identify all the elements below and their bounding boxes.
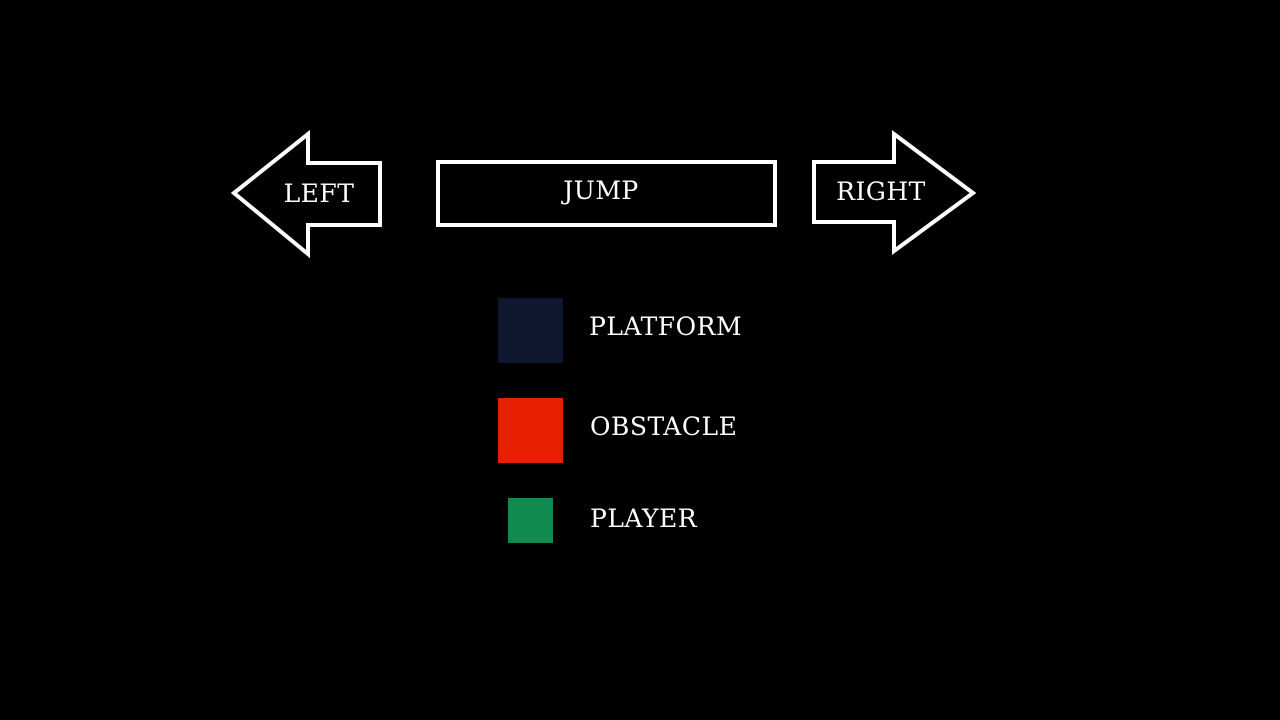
- right-arrow-icon: [812, 130, 977, 255]
- jump-button[interactable]: JUMP: [436, 160, 777, 227]
- legend-item-platform: PLATFORM: [0, 297, 1280, 363]
- obstacle-label: OBSTACLE: [590, 412, 738, 441]
- legend-item-player: PLAYER: [0, 497, 1280, 563]
- jump-button-frame: [436, 160, 777, 227]
- obstacle-swatch: [498, 398, 563, 463]
- platform-label: PLATFORM: [589, 312, 743, 341]
- platform-swatch: [498, 298, 563, 363]
- jump-button-label: JUMP: [560, 176, 639, 205]
- legend-item-obstacle: OBSTACLE: [0, 397, 1280, 463]
- player-label: PLAYER: [590, 504, 698, 533]
- right-button-label: RIGHT: [836, 177, 926, 206]
- left-button-label: LEFT: [284, 179, 355, 208]
- left-arrow-icon: [230, 129, 382, 259]
- player-swatch: [508, 498, 553, 543]
- left-button[interactable]: LEFT: [230, 129, 382, 259]
- right-button[interactable]: RIGHT: [812, 130, 977, 255]
